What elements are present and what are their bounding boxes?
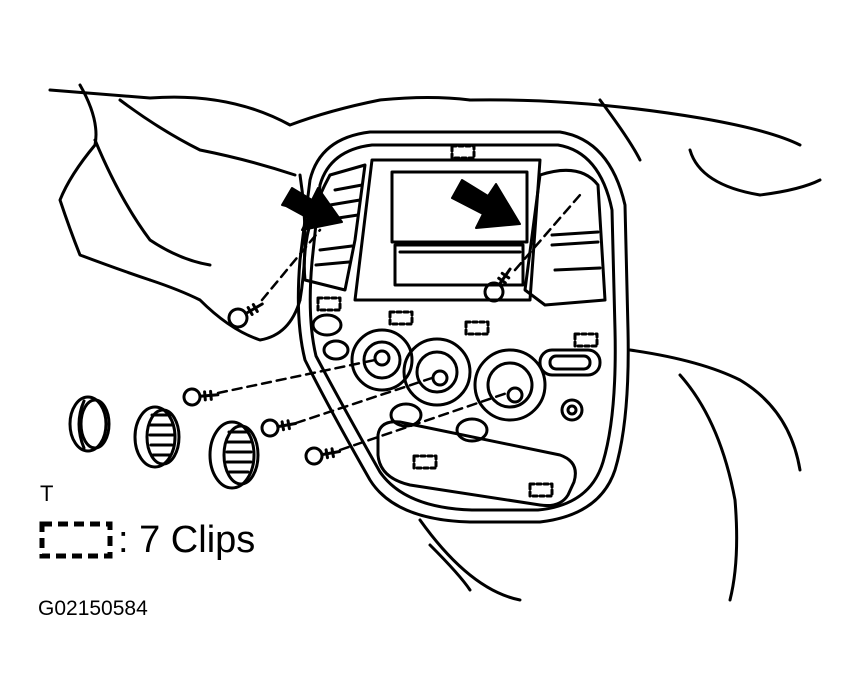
clip-icon	[316, 296, 342, 312]
legend-label: : 7 Clips	[118, 518, 256, 561]
screws	[182, 267, 512, 466]
figure-id: G02150584	[38, 597, 148, 620]
screw-icon	[260, 418, 298, 438]
clip-icon	[388, 310, 414, 326]
arrows	[281, 179, 521, 231]
clip-markers	[316, 144, 599, 498]
control-buttons	[311, 313, 602, 443]
center-bezel	[296, 130, 630, 524]
clip-icon	[412, 454, 438, 470]
knob-icon	[68, 395, 111, 453]
knob-icon	[133, 405, 181, 469]
clip-icon	[450, 144, 476, 160]
arrow-icon	[281, 187, 343, 231]
clip-icon	[573, 332, 599, 348]
screw-icon	[227, 302, 264, 329]
clip-icon	[464, 320, 490, 336]
clip-icon	[528, 482, 554, 498]
knobs	[68, 395, 260, 490]
display-panel	[353, 158, 542, 302]
knob-bosses	[350, 328, 547, 422]
corner-mark: T	[40, 481, 54, 506]
screw-icon	[483, 267, 512, 303]
knob-icon	[208, 420, 260, 490]
right-air-vent	[523, 168, 607, 307]
clip-icon	[39, 521, 113, 559]
leader-lines	[216, 193, 582, 452]
lower-tray	[376, 420, 577, 507]
screw-icon	[182, 387, 220, 407]
screw-icon	[304, 446, 342, 466]
arrow-icon	[451, 179, 521, 229]
dashboard-outline	[48, 83, 822, 602]
clip-legend: : 7 Clips	[38, 518, 255, 562]
